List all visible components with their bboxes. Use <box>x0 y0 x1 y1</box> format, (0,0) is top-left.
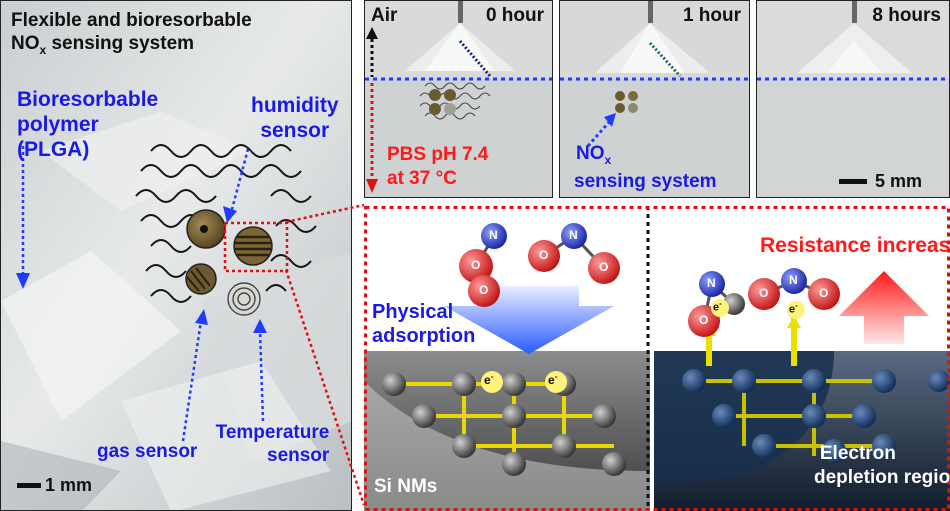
humidity-sensor-label: humidity sensor <box>251 94 339 142</box>
time-panel-2-scene <box>757 1 949 197</box>
resistance-increase-label: Resistance increase <box>760 234 950 257</box>
resistance-arrow <box>839 271 929 344</box>
temperature-sensor-label: Temperature sensor <box>215 422 330 466</box>
gas-sensor-disc <box>233 226 273 266</box>
atom-n-4: N <box>789 273 798 287</box>
gas-sensor-label: gas sensor <box>97 441 198 462</box>
zoom-box <box>223 221 289 273</box>
time-panel-0-scene <box>365 1 552 197</box>
electron-depletion-label: Electron depletion region <box>814 443 950 488</box>
photo-scale-label: 1 mm <box>45 475 93 495</box>
atom-o-6: O <box>759 286 769 300</box>
temperature-sensor-disc <box>227 282 261 316</box>
si-atoms-left <box>382 371 626 476</box>
atom-n-1: N <box>489 228 498 242</box>
nox-label: NOx <box>576 143 612 167</box>
time-label-0: 0 hour <box>485 5 544 26</box>
physical-adsorption-label: Physical adsorption <box>372 301 476 347</box>
sensing-system-label: sensing system <box>574 171 717 192</box>
time-panel-1: 1 hour NOx sensing system <box>559 0 750 198</box>
serpentine-electrodes <box>135 144 317 303</box>
atom-n-2: N <box>569 228 578 242</box>
time-scale-bar <box>839 179 867 184</box>
atom-o-2: O <box>479 283 489 297</box>
time-scale-label: 5 mm <box>875 171 923 191</box>
electron-label-3: e- <box>713 299 722 314</box>
time-panel-0: Air 0 hour PBS pH 7.4 at 37 °C <box>364 0 553 198</box>
mechanism-panel: N O O O N O N O O N O e- e- e- e- Physic… <box>364 206 950 511</box>
electron-label-2: e- <box>548 372 558 387</box>
time-label-1: 1 hour <box>682 5 741 26</box>
photo-scale-bar <box>17 483 41 488</box>
atom-o-1: O <box>471 258 481 272</box>
mechanism-scene <box>364 206 950 511</box>
atom-n-3: N <box>707 276 716 290</box>
photo-title-line1: Flexible and bioresorbable <box>11 10 252 31</box>
pbs-label: PBS pH 7.4 at 37 °C <box>387 144 489 189</box>
si-lattice-right <box>694 379 884 456</box>
si-atoms-right <box>682 369 950 463</box>
air-label: Air <box>371 5 398 26</box>
electron-label-1: e- <box>484 372 494 387</box>
time-panel-1-scene <box>560 1 749 197</box>
atom-o-7: O <box>819 286 829 300</box>
time-label-2: 8 hours <box>872 5 941 26</box>
photo-title-line2: NOx sensing system <box>11 33 195 57</box>
atom-o-5: O <box>699 313 709 327</box>
si-nms-label: Si NMs <box>374 476 438 497</box>
atom-o-4: O <box>599 260 609 274</box>
electron-label-4: e- <box>789 301 798 316</box>
polymer-label: Bioresorbable polymer (PLGA) <box>17 88 159 161</box>
lower-sensor-disc <box>185 263 217 295</box>
photo-title: Flexible and bioresorbable NOx sensing s… <box>11 9 252 62</box>
time-panel-2: 8 hours 5 mm <box>756 0 950 198</box>
photo-panel: Flexible and bioresorbable NOx sensing s… <box>0 0 352 511</box>
atom-o-3: O <box>539 248 549 262</box>
